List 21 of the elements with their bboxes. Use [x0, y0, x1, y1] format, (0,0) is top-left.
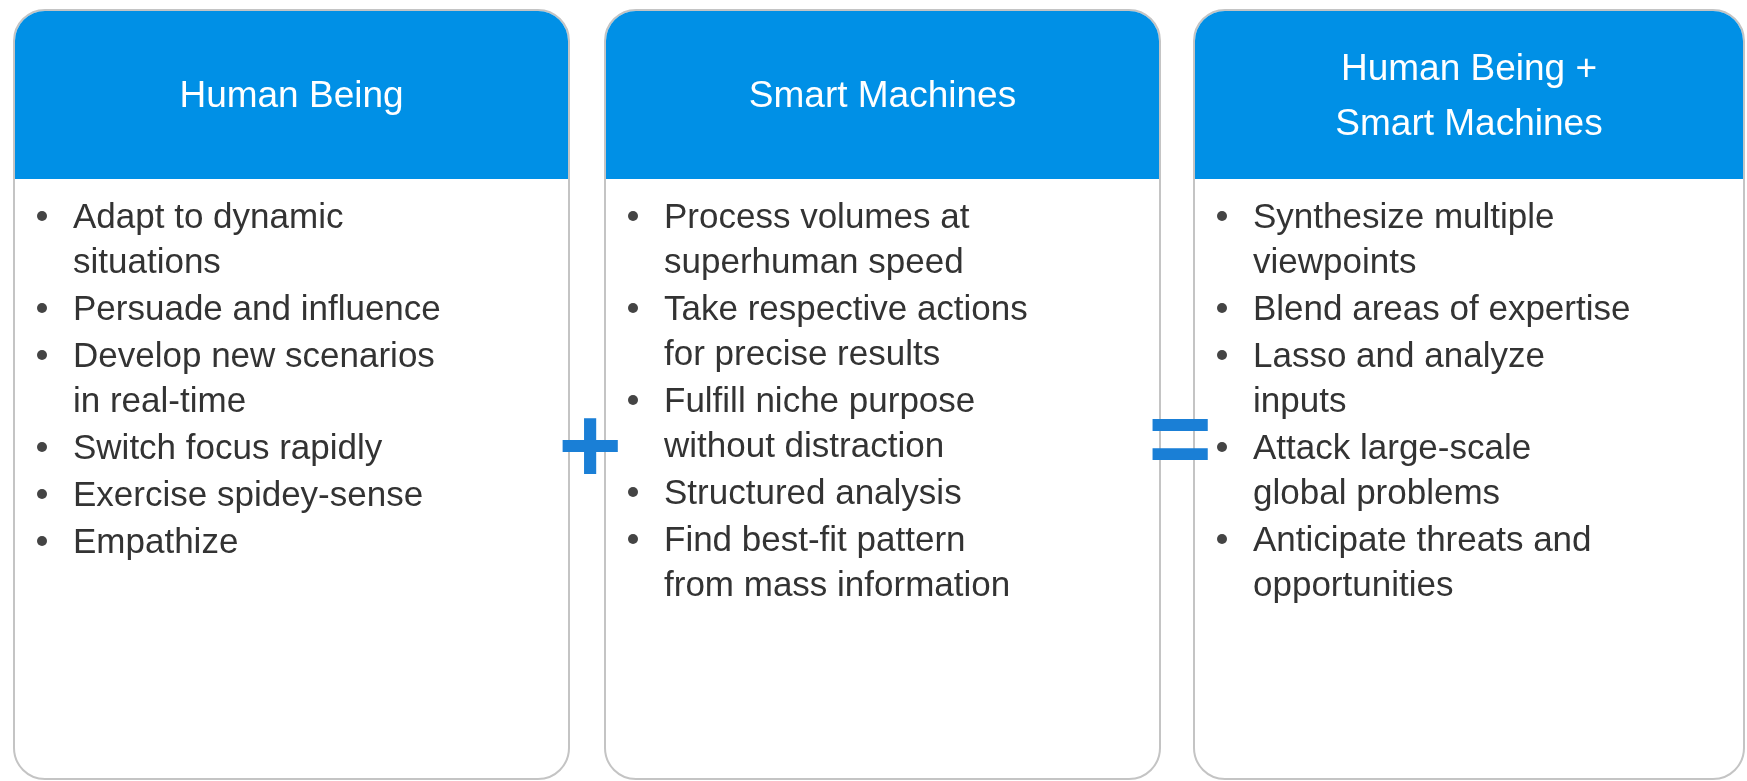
bullet-text: Take respective actions for precise results — [664, 288, 1028, 372]
bullet-text: Find best-fit pattern from mass information — [664, 519, 1011, 603]
operator-sign: + — [558, 390, 618, 500]
operator-sign: = — [1148, 383, 1208, 493]
bullet-text: Structured analysis — [664, 472, 962, 511]
bullet-text: Empathize — [73, 521, 239, 560]
bullet-text: Develop new scenarios in real-time — [73, 335, 435, 419]
bullet-text: Anticipate threats and opportunities — [1253, 519, 1592, 603]
bullet-text: Persuade and influence — [73, 288, 441, 327]
bullet-text: Synthesize multiple viewpoints — [1253, 196, 1555, 280]
bullet-text: Fulfill niche purpose without distraction — [664, 380, 976, 464]
bullet-text: Attack large-scale global problems — [1253, 427, 1532, 511]
bullet-text: Exercise spidey-sense — [73, 474, 424, 513]
column-header: Human Being — [15, 11, 568, 179]
bullet-text: Process volumes at superhuman speed — [664, 196, 970, 280]
bullet-text: Blend areas of expertise — [1253, 288, 1631, 327]
bullet-text: Switch focus rapidly — [73, 427, 383, 466]
bullet-text: Lasso and analyze inputs — [1253, 335, 1545, 419]
column-header: Human Being + Smart Machines — [1195, 11, 1743, 179]
bullet-text: Adapt to dynamic situations — [73, 196, 344, 280]
column-header: Smart Machines — [606, 11, 1159, 179]
